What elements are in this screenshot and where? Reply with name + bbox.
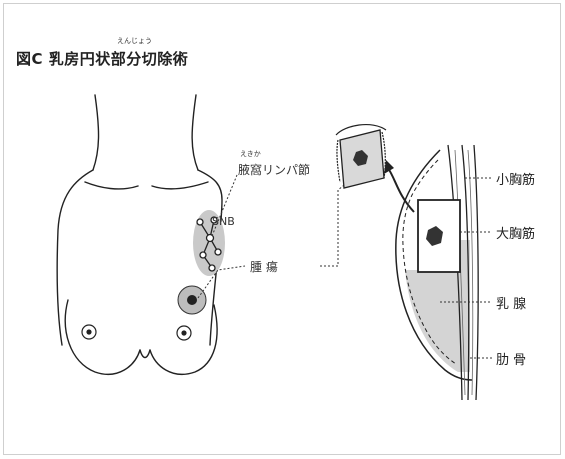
- tumor-specimen-leader: [320, 182, 348, 266]
- excised-specimen: [336, 125, 386, 188]
- tumor-front: [178, 286, 206, 314]
- nipple-right: [177, 326, 191, 340]
- label-pectoralis-minor: 小胸筋: [496, 169, 535, 188]
- label-pectoralis-major: 大胸筋: [496, 223, 535, 242]
- label-rib: 肋 骨: [496, 349, 526, 368]
- label-mammary-gland: 乳 腺: [496, 293, 526, 312]
- label-tumor: 腫 瘍: [250, 258, 278, 275]
- label-axillary-lymph-nodes: 腋窩リンパ節: [238, 161, 310, 178]
- nipple-left: [82, 325, 96, 339]
- label-snb: SNB: [212, 215, 235, 228]
- axilla-ruby: えきか: [240, 149, 261, 159]
- breast-side-view: [384, 145, 478, 400]
